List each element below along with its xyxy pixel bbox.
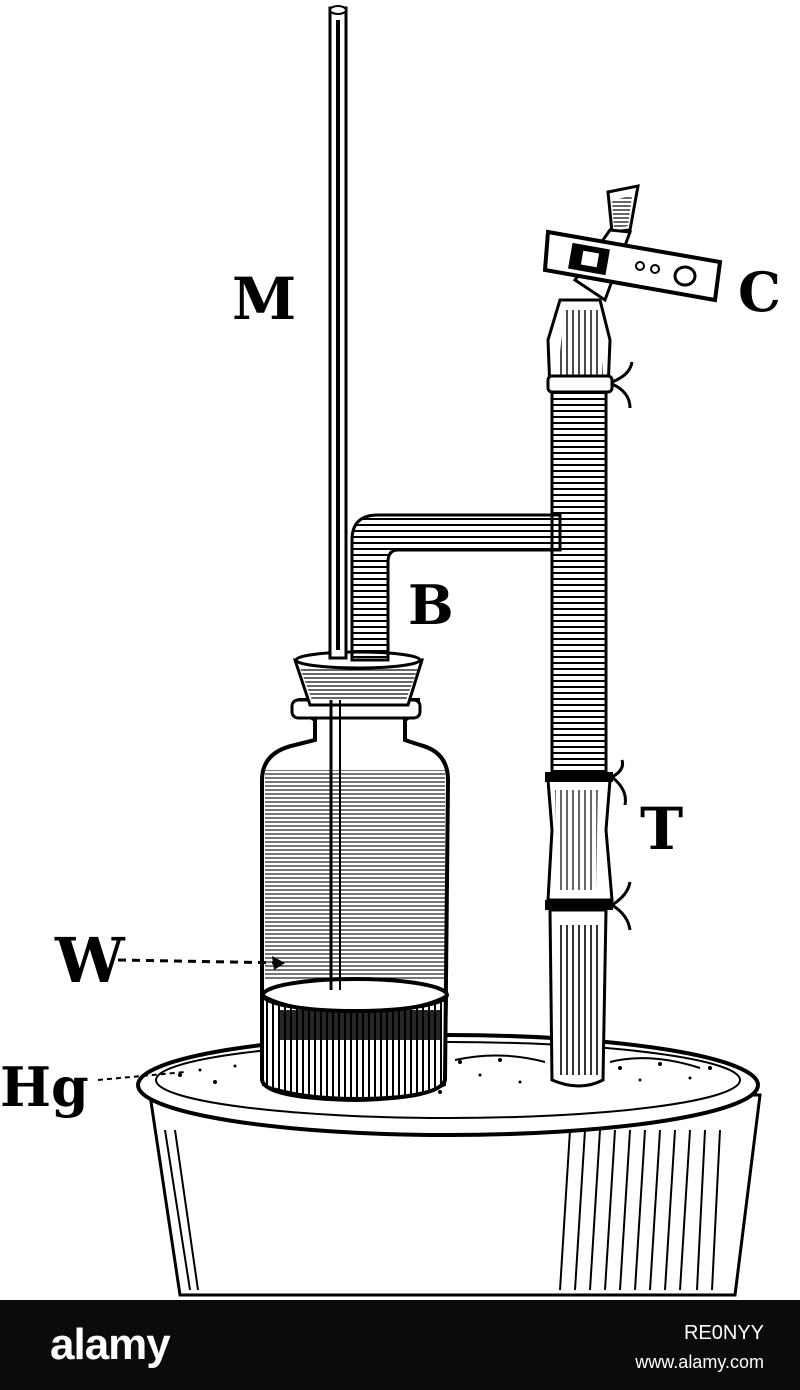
mercury-basin — [136, 1033, 762, 1297]
hg-pointer-line — [97, 1071, 186, 1081]
manometer-tube — [328, 5, 348, 990]
apparatus-diagram — [97, 5, 762, 1297]
site-url: www.alamy.com — [635, 1352, 764, 1372]
watermark-footer: alamy RE0NYY www.alamy.com — [0, 1300, 800, 1390]
bottle — [260, 698, 451, 1103]
label-C: C — [738, 260, 781, 324]
bent-tube — [350, 513, 562, 662]
label-B: B — [408, 573, 454, 637]
alamy-logo: alamy — [50, 1320, 171, 1369]
stopcock-clamp — [542, 184, 723, 409]
label-T: T — [640, 795, 684, 863]
label-M: M — [232, 265, 297, 333]
w-pointer-arrow — [272, 956, 285, 970]
label-Hg: Hg — [0, 1055, 89, 1119]
w-pointer-line — [117, 958, 286, 965]
label-W: W — [55, 924, 125, 997]
image-id: RE0NYY — [683, 1322, 764, 1344]
vertical-tube — [545, 388, 632, 1088]
